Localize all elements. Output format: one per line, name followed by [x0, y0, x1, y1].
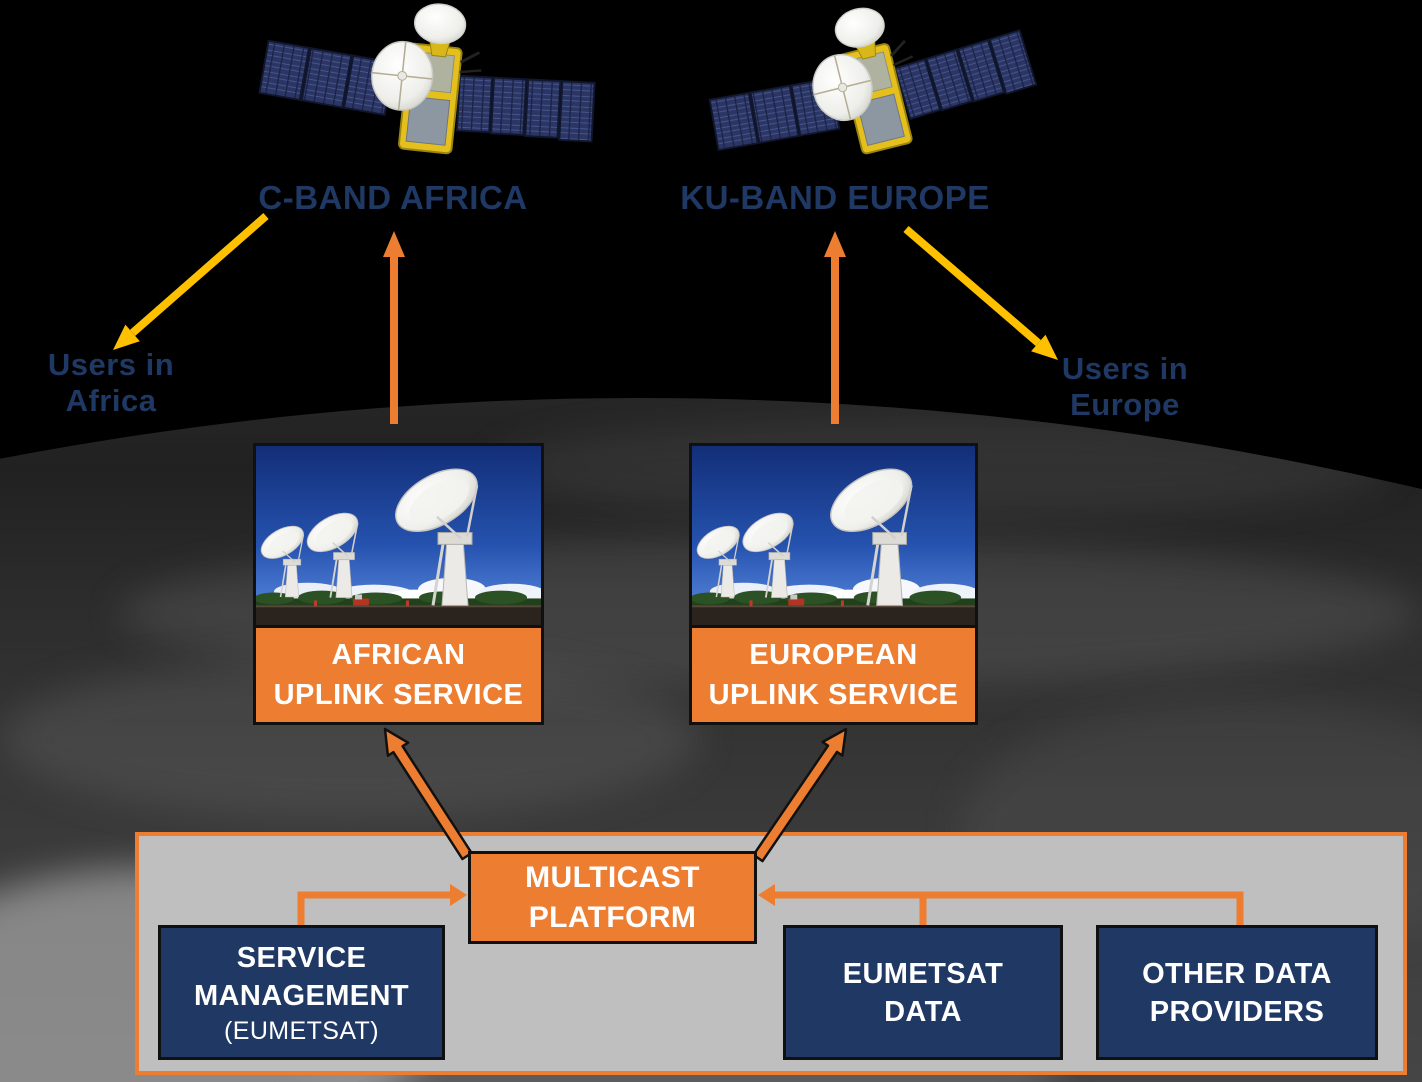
users-africa-line1: Users in: [47, 347, 175, 382]
ground-station-photo-africa: [256, 446, 541, 625]
european-uplink-card: EUROPEAN UPLINK SERVICE: [689, 443, 978, 725]
uplink-arrow-africa: [383, 231, 405, 424]
users-africa-label: Users in Africa: [1, 347, 221, 419]
downlink-arrow-europe: [903, 225, 1058, 360]
service-line1: SERVICE: [236, 941, 367, 974]
ground-station-photo-europe: [692, 446, 975, 625]
multicast-to-european-uplink-arrow: [752, 727, 848, 863]
european-uplink-line1: EUROPEAN: [749, 639, 918, 671]
european-uplink-label: EUROPEAN UPLINK SERVICE: [692, 625, 975, 722]
eumetsat-data-line2: DATA: [884, 995, 962, 1028]
users-europe-label: Users in Europe: [1015, 351, 1235, 423]
multicast-platform-box: MULTICAST PLATFORM: [468, 851, 757, 944]
users-europe-line2: Europe: [1070, 387, 1180, 422]
downlink-arrow-africa: [113, 212, 269, 350]
satellite-label-ku-band: KU-BAND EUROPE: [680, 179, 990, 216]
multicast-line2: PLATFORM: [528, 900, 697, 934]
service-management-box: SERVICE MANAGEMENT (EUMETSAT): [158, 925, 445, 1060]
european-uplink-line2: UPLINK SERVICE: [708, 679, 959, 711]
users-europe-line1: Users in: [1061, 351, 1189, 386]
providers-line2: PROVIDERS: [1149, 995, 1325, 1028]
african-uplink-label: AFRICAN UPLINK SERVICE: [256, 625, 541, 722]
service-to-multicast-arrow: [297, 884, 467, 925]
providers-to-multicast-arrow: [758, 884, 1244, 925]
african-uplink-card: AFRICAN UPLINK SERVICE: [253, 443, 544, 725]
eumetsat-data-box: EUMETSAT DATA: [783, 925, 1063, 1060]
other-data-providers-box: OTHER DATA PROVIDERS: [1096, 925, 1378, 1060]
eumetsat-data-line1: EUMETSAT: [842, 957, 1004, 990]
african-uplink-line1: AFRICAN: [331, 639, 466, 671]
service-line3: (EUMETSAT): [224, 1016, 379, 1045]
uplink-arrow-europe: [824, 231, 846, 424]
satellite-label-c-band: C-BAND AFRICA: [258, 179, 528, 216]
multicast-line1: MULTICAST: [525, 860, 700, 894]
multicast-to-african-uplink-arrow: [383, 727, 473, 861]
african-uplink-line2: UPLINK SERVICE: [273, 679, 524, 711]
service-line2: MANAGEMENT: [193, 979, 410, 1012]
users-africa-line2: Africa: [65, 383, 157, 418]
providers-line1: OTHER DATA: [1142, 957, 1332, 990]
